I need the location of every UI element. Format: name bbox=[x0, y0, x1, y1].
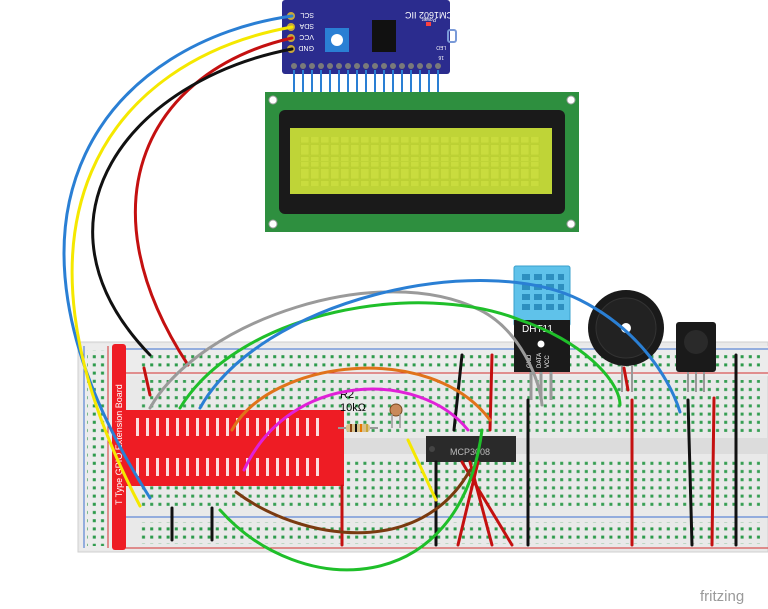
lcm-module-title: LCM1602 IIC bbox=[404, 10, 458, 20]
long-wires bbox=[62, 14, 682, 572]
lcm-power-led bbox=[426, 22, 431, 26]
fritzing-watermark: fritzing bbox=[700, 588, 744, 605]
dht11-pin-gnd: GND bbox=[527, 354, 533, 368]
photoresistor bbox=[389, 403, 403, 428]
wire-brown bbox=[234, 468, 472, 535]
dht11-label: DHT11 bbox=[522, 324, 553, 335]
ir-receiver bbox=[676, 322, 716, 392]
lcm-pin-gnd: GND bbox=[298, 44, 314, 51]
lcd-1602-display bbox=[265, 92, 579, 232]
lcm-bottom-pads bbox=[291, 63, 441, 69]
lcm-led-label: LED bbox=[436, 44, 446, 50]
wire-green-bottom bbox=[218, 428, 484, 572]
lcm-power-label: Power bbox=[421, 16, 436, 22]
dht11-pin-data: DATA bbox=[537, 353, 543, 368]
wire-blue-ir bbox=[198, 279, 682, 414]
buzzer bbox=[588, 290, 664, 392]
lcm-pin-vcc: VCC bbox=[299, 33, 314, 40]
lcm1602-iic-module: SCL SDA VCC GND LCM1602 IIC Power LED 16 bbox=[282, 0, 458, 100]
lcm-pin-sda: SDA bbox=[299, 22, 314, 29]
wire-magenta bbox=[242, 387, 470, 472]
dht11-pin-vcc: VCC bbox=[545, 355, 551, 368]
lcm-pin16-label: 16 bbox=[438, 54, 444, 60]
wire-gnd-black bbox=[91, 47, 294, 357]
mcp3008-chip: MCP3008 bbox=[426, 436, 516, 462]
wire-vcc-red bbox=[133, 36, 294, 367]
wire-orange bbox=[230, 366, 492, 432]
lcm-led-jumper bbox=[447, 29, 457, 43]
resistor-value: 10kΩ bbox=[340, 402, 366, 414]
mcp3008-label: MCP3008 bbox=[450, 447, 490, 457]
lcm-pin-scl: SCL bbox=[300, 11, 314, 18]
wire-gray bbox=[148, 290, 544, 410]
lcm-chip bbox=[372, 20, 396, 52]
wire-sda-yellow bbox=[70, 25, 294, 508]
wire-green-dht bbox=[178, 301, 622, 410]
